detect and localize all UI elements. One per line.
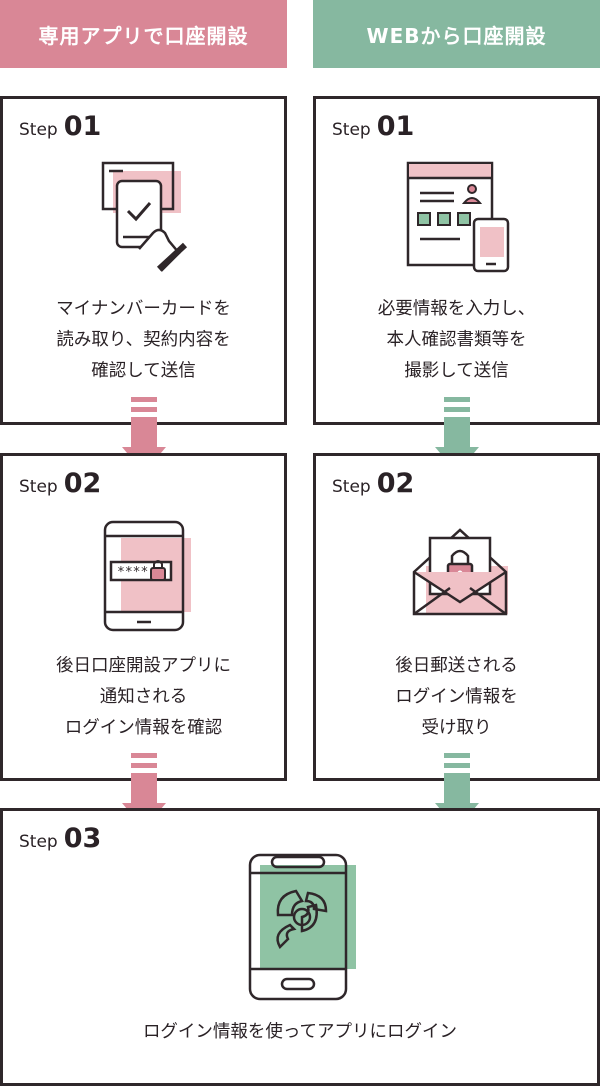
phone-app-logo-icon bbox=[248, 853, 356, 1001]
final-step-box: Step 03 ログイン情報を使ってアプリにログイン bbox=[0, 808, 600, 1086]
id-card-phone-hand-icon bbox=[101, 161, 188, 272]
final-step-label: Step 03 bbox=[19, 823, 101, 854]
web-step1-description: 必要情報を入力し、 本人確認書類等を 撮影して送信 bbox=[316, 294, 597, 387]
app-step1-label: Step 01 bbox=[19, 111, 101, 142]
step-number: 02 bbox=[376, 468, 415, 499]
text-line: 確認して送信 bbox=[91, 361, 196, 381]
text-line: ログイン情報を使ってアプリにログイン bbox=[142, 1022, 458, 1042]
text-line: 読み取り、契約内容を bbox=[56, 330, 231, 350]
text-line: 受け取り bbox=[421, 718, 492, 738]
app-column-header: 専用アプリで口座開設 bbox=[0, 0, 287, 68]
step-number: 02 bbox=[63, 468, 102, 499]
step-word: Step bbox=[19, 120, 58, 140]
web-step1-box: Step 01 必要情報を入力し、 本人確認書類等を 撮影して送信 bbox=[313, 96, 600, 425]
text-line: 撮影して送信 bbox=[404, 361, 509, 381]
step-word: Step bbox=[332, 477, 371, 497]
text-line: 後日郵送される bbox=[395, 656, 518, 676]
text-line: 本人確認書類等を bbox=[386, 330, 527, 350]
web-form-and-phone-icon bbox=[406, 161, 510, 273]
step-word: Step bbox=[332, 120, 371, 140]
app-column-header-label: 専用アプリで口座開設 bbox=[38, 23, 249, 48]
app-step1-description: マイナンバーカードを 読み取り、契約内容を 確認して送信 bbox=[3, 294, 284, 387]
step-number: 01 bbox=[376, 111, 415, 142]
phone-password-lock-icon: **** bbox=[103, 520, 191, 632]
password-mask-text: **** bbox=[117, 565, 148, 580]
app-step2-box: Step 02 **** 後日口座開設アプリに 通知される ログイン情報を確認 bbox=[0, 453, 287, 781]
text-line: ログイン情報を bbox=[395, 687, 518, 707]
final-step-description: ログイン情報を使ってアプリにログイン bbox=[3, 1017, 597, 1048]
web-column-header-label: WEBから口座開設 bbox=[366, 23, 547, 48]
web-step2-box: Step 02 後日郵送される ログイン情報を 受け取り bbox=[313, 453, 600, 781]
text-line: ログイン情報を確認 bbox=[64, 718, 223, 738]
step-number: 03 bbox=[63, 823, 102, 854]
mail-envelope-lock-icon bbox=[412, 528, 508, 616]
text-line: 通知される bbox=[99, 687, 188, 707]
app-step1-box: Step 01 マイナンバーカードを 読み取り、契約内容を 確認して送信 bbox=[0, 96, 287, 425]
web-column-header: WEBから口座開設 bbox=[313, 0, 600, 68]
step-word: Step bbox=[19, 832, 58, 852]
text-line: 必要情報を入力し、 bbox=[377, 299, 536, 319]
web-step2-label: Step 02 bbox=[332, 468, 414, 499]
step-word: Step bbox=[19, 477, 58, 497]
step-number: 01 bbox=[63, 111, 102, 142]
app-step2-description: 後日口座開設アプリに 通知される ログイン情報を確認 bbox=[3, 651, 284, 744]
text-line: 後日口座開設アプリに bbox=[56, 656, 231, 676]
web-step2-description: 後日郵送される ログイン情報を 受け取り bbox=[316, 651, 597, 744]
text-line: マイナンバーカードを bbox=[56, 299, 231, 319]
app-step2-label: Step 02 bbox=[19, 468, 101, 499]
web-step1-label: Step 01 bbox=[332, 111, 414, 142]
